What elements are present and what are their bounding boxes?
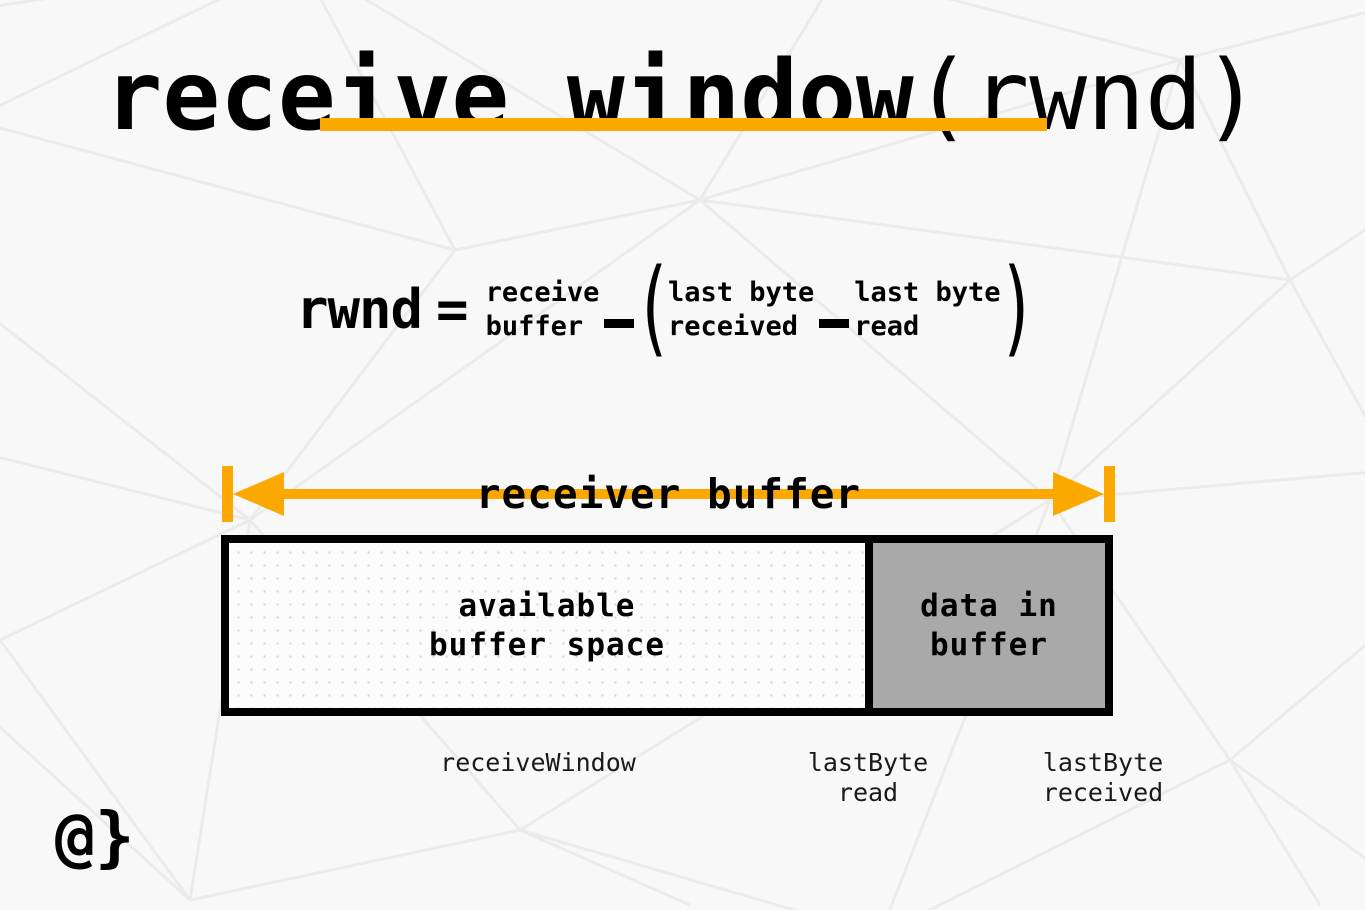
- formula-close-paren: ): [1003, 246, 1029, 368]
- formula-term-last-byte-read: last byte read: [854, 276, 1000, 344]
- title-paren-text: (rwnd): [913, 40, 1261, 152]
- formula-term-last-byte-received: last byte received: [668, 276, 814, 344]
- formula-term3-line1: last byte: [854, 277, 1001, 308]
- double-arrow-icon: [222, 466, 1115, 522]
- segment-available-buffer-space: available buffer space: [229, 543, 873, 708]
- title-text: receive window(rwnd): [0, 44, 1365, 148]
- formula-lhs: rwnd: [296, 278, 423, 341]
- formula-minus-icon-1: [604, 318, 635, 328]
- formula-minus-icon-2: [819, 318, 850, 328]
- data-in-buffer-label: data in buffer: [920, 587, 1058, 663]
- receiver-buffer-box: available buffer space data in buffer: [221, 535, 1113, 716]
- available-buffer-space-label: available buffer space: [429, 587, 665, 663]
- formula-term1-line2: buffer: [485, 311, 584, 342]
- title-main-text: receive window: [104, 40, 914, 152]
- receiver-buffer-label: receiver buffer: [475, 470, 862, 518]
- formula-term3-line2: read: [854, 311, 920, 342]
- title-underline-accent: [320, 118, 1047, 131]
- formula-term1-line1: receive: [485, 277, 600, 308]
- formula-equals-sign: =: [436, 278, 469, 341]
- formula-term-receive-buffer: receive buffer: [486, 276, 600, 344]
- formula-term2-line1: last byte: [667, 277, 815, 308]
- tick-label-receive-window: receiveWindow: [440, 748, 636, 777]
- page-title: receive window(rwnd): [0, 44, 1365, 148]
- segment-data-in-buffer: data in buffer: [873, 543, 1105, 708]
- formula-open-paren: (: [642, 246, 668, 368]
- rwnd-formula: rwnd = receive buffer ( last byte receiv…: [296, 255, 1029, 359]
- receiver-buffer-span: receiver buffer: [222, 466, 1115, 522]
- tick-label-last-byte-received: lastByte received: [1042, 748, 1164, 807]
- brand-logo: @}: [55, 798, 135, 875]
- tick-label-last-byte-read: lastByte read: [807, 748, 929, 807]
- formula-term2-line2: received: [667, 311, 798, 342]
